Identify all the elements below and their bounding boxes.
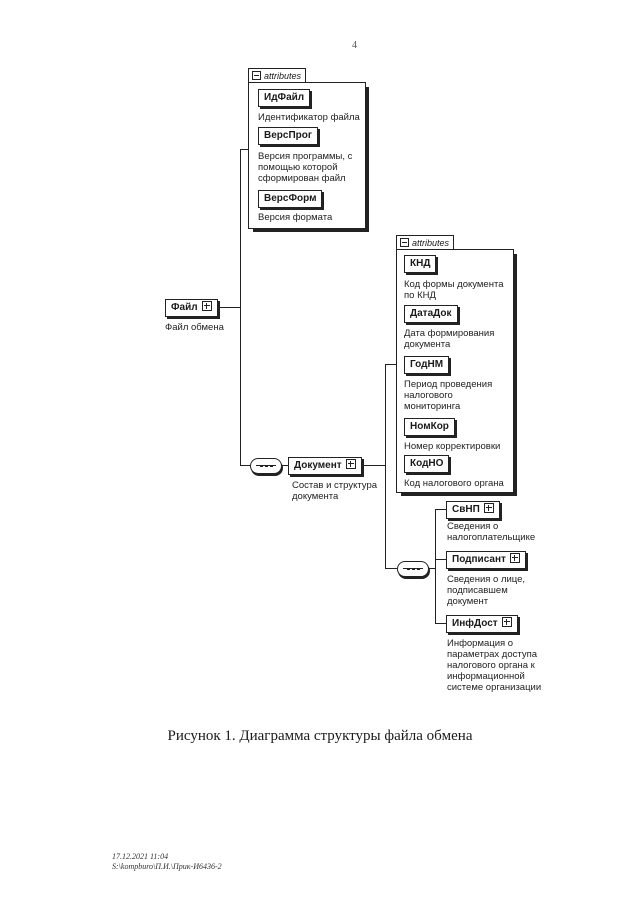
element-name: ИнфДост (452, 618, 498, 629)
expand-icon[interactable] (501, 617, 512, 627)
document-element-desc: Состав и структура документа (292, 480, 378, 502)
expand-icon[interactable] (483, 503, 494, 513)
attr-versform[interactable]: ВерсФорм (258, 190, 323, 208)
page-number: 4 (352, 40, 357, 51)
connector (208, 307, 240, 308)
attr-idfile[interactable]: ИдФайл (258, 89, 311, 107)
connector (427, 568, 435, 569)
attributes-tab-label: attributes (412, 238, 450, 248)
element-name: Подписант (452, 554, 506, 565)
footer: 17.12.2021 11:04 S:\kompburo\П.И.\Прик-И… (112, 852, 222, 872)
attr-knd[interactable]: КНД (404, 255, 437, 273)
attr-name: КНД (410, 258, 431, 269)
child-infdost[interactable]: ИнфДост (446, 615, 518, 633)
connector (354, 465, 385, 466)
footer-timestamp: 17.12.2021 11:04 (112, 852, 169, 861)
child-infdost-desc: Информация о параметрах доступа налогово… (447, 638, 542, 693)
sequence-icon (250, 458, 282, 474)
child-podpisant[interactable]: Подписант (446, 551, 526, 569)
attr-versprog[interactable]: ВерсПрог (258, 127, 319, 145)
element-name: Документ (294, 460, 342, 471)
attr-godnm[interactable]: ГодНМ (404, 356, 450, 374)
attr-name: ВерсФорм (264, 193, 317, 204)
attr-nomkor[interactable]: НомКор (404, 418, 455, 436)
attr-name: КодНО (410, 458, 444, 469)
child-podpisant-desc: Сведения о лице, подписавшем документ (447, 574, 526, 607)
attr-name: ИдФайл (264, 92, 305, 103)
footer-path: S:\kompburo\П.И.\Прик-И6436-2 (112, 862, 222, 871)
figure-caption: Рисунок 1. Диаграмма структуры файла обм… (167, 728, 473, 744)
attr-kodno[interactable]: КодНО (404, 455, 450, 473)
connector (435, 509, 436, 623)
connector (385, 364, 396, 365)
connector (385, 568, 397, 569)
attr-versform-desc: Версия формата (258, 212, 333, 223)
element-name: Файл (171, 302, 198, 313)
collapse-icon[interactable] (252, 71, 261, 80)
root-element[interactable]: Файл (165, 299, 218, 317)
connector (240, 149, 248, 150)
attr-datadok-desc: Дата формирования документа (404, 328, 495, 350)
expand-icon[interactable] (201, 301, 212, 311)
connector (240, 149, 241, 465)
expand-icon[interactable] (345, 459, 356, 469)
connector (435, 623, 446, 624)
attr-idfile-desc: Идентификатор файла (258, 112, 360, 123)
attr-kodno-desc: Код налогового органа (404, 478, 504, 489)
attr-name: ГодНМ (410, 359, 444, 370)
element-name: СвНП (452, 504, 480, 515)
connector (435, 559, 446, 560)
expand-icon[interactable] (509, 553, 520, 563)
connector (278, 465, 288, 466)
attr-versprog-desc: Версия программы, с помощью которой сфор… (258, 151, 353, 184)
child-svnp-desc: Сведения о налогоплательщике (447, 521, 536, 543)
attr-knd-desc: Код формы документа по КНД (404, 279, 504, 301)
connector (435, 509, 446, 510)
sequence-icon (397, 561, 429, 577)
connector (240, 465, 250, 466)
connector (385, 364, 386, 568)
attributes-tab-label: attributes (264, 71, 302, 81)
attr-datadok[interactable]: ДатаДок (404, 305, 458, 323)
root-element-desc: Файл обмена (165, 322, 224, 333)
attr-godnm-desc: Период проведения налогового мониторинга (404, 379, 493, 412)
attr-name: ДатаДок (410, 308, 452, 319)
attr-name: ВерсПрог (264, 130, 313, 141)
attr-name: НомКор (410, 421, 449, 432)
document-element[interactable]: Документ (288, 457, 362, 475)
attr-nomkor-desc: Номер корректировки (404, 441, 501, 452)
child-svnp[interactable]: СвНП (446, 501, 500, 519)
collapse-icon[interactable] (400, 238, 409, 247)
